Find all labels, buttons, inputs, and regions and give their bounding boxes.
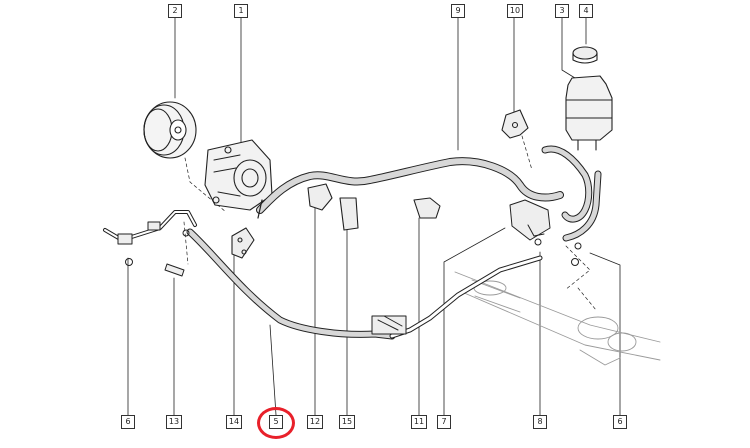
callout-7: 7 (437, 415, 451, 429)
callout-11: 11 (411, 415, 427, 429)
pressure-hose (186, 228, 543, 340)
callout-12: 12 (307, 415, 323, 429)
leader-lines (127, 16, 621, 416)
callout-3: 3 (555, 4, 569, 18)
callout-8: 8 (533, 415, 547, 429)
right-hoses (509, 145, 602, 266)
callout-13: 13 (166, 415, 182, 429)
callout-6b: 6 (613, 415, 627, 429)
clips (231, 183, 441, 259)
callout-15: 15 (339, 415, 355, 429)
callout-10: 10 (507, 4, 523, 18)
metal-pipe-left (103, 210, 197, 277)
reservoir (565, 46, 613, 151)
pulley (143, 101, 197, 159)
callout-4: 4 (579, 4, 593, 18)
power-steering-pump (204, 139, 273, 211)
bracket (501, 109, 529, 139)
callout-6: 6 (121, 415, 135, 429)
return-hose (256, 157, 564, 219)
highlight-circle (257, 407, 295, 439)
callout-1: 1 (234, 4, 248, 18)
callout-14: 14 (226, 415, 242, 429)
callout-9: 9 (451, 4, 465, 18)
callout-2: 2 (168, 4, 182, 18)
steering-rack (454, 271, 661, 366)
